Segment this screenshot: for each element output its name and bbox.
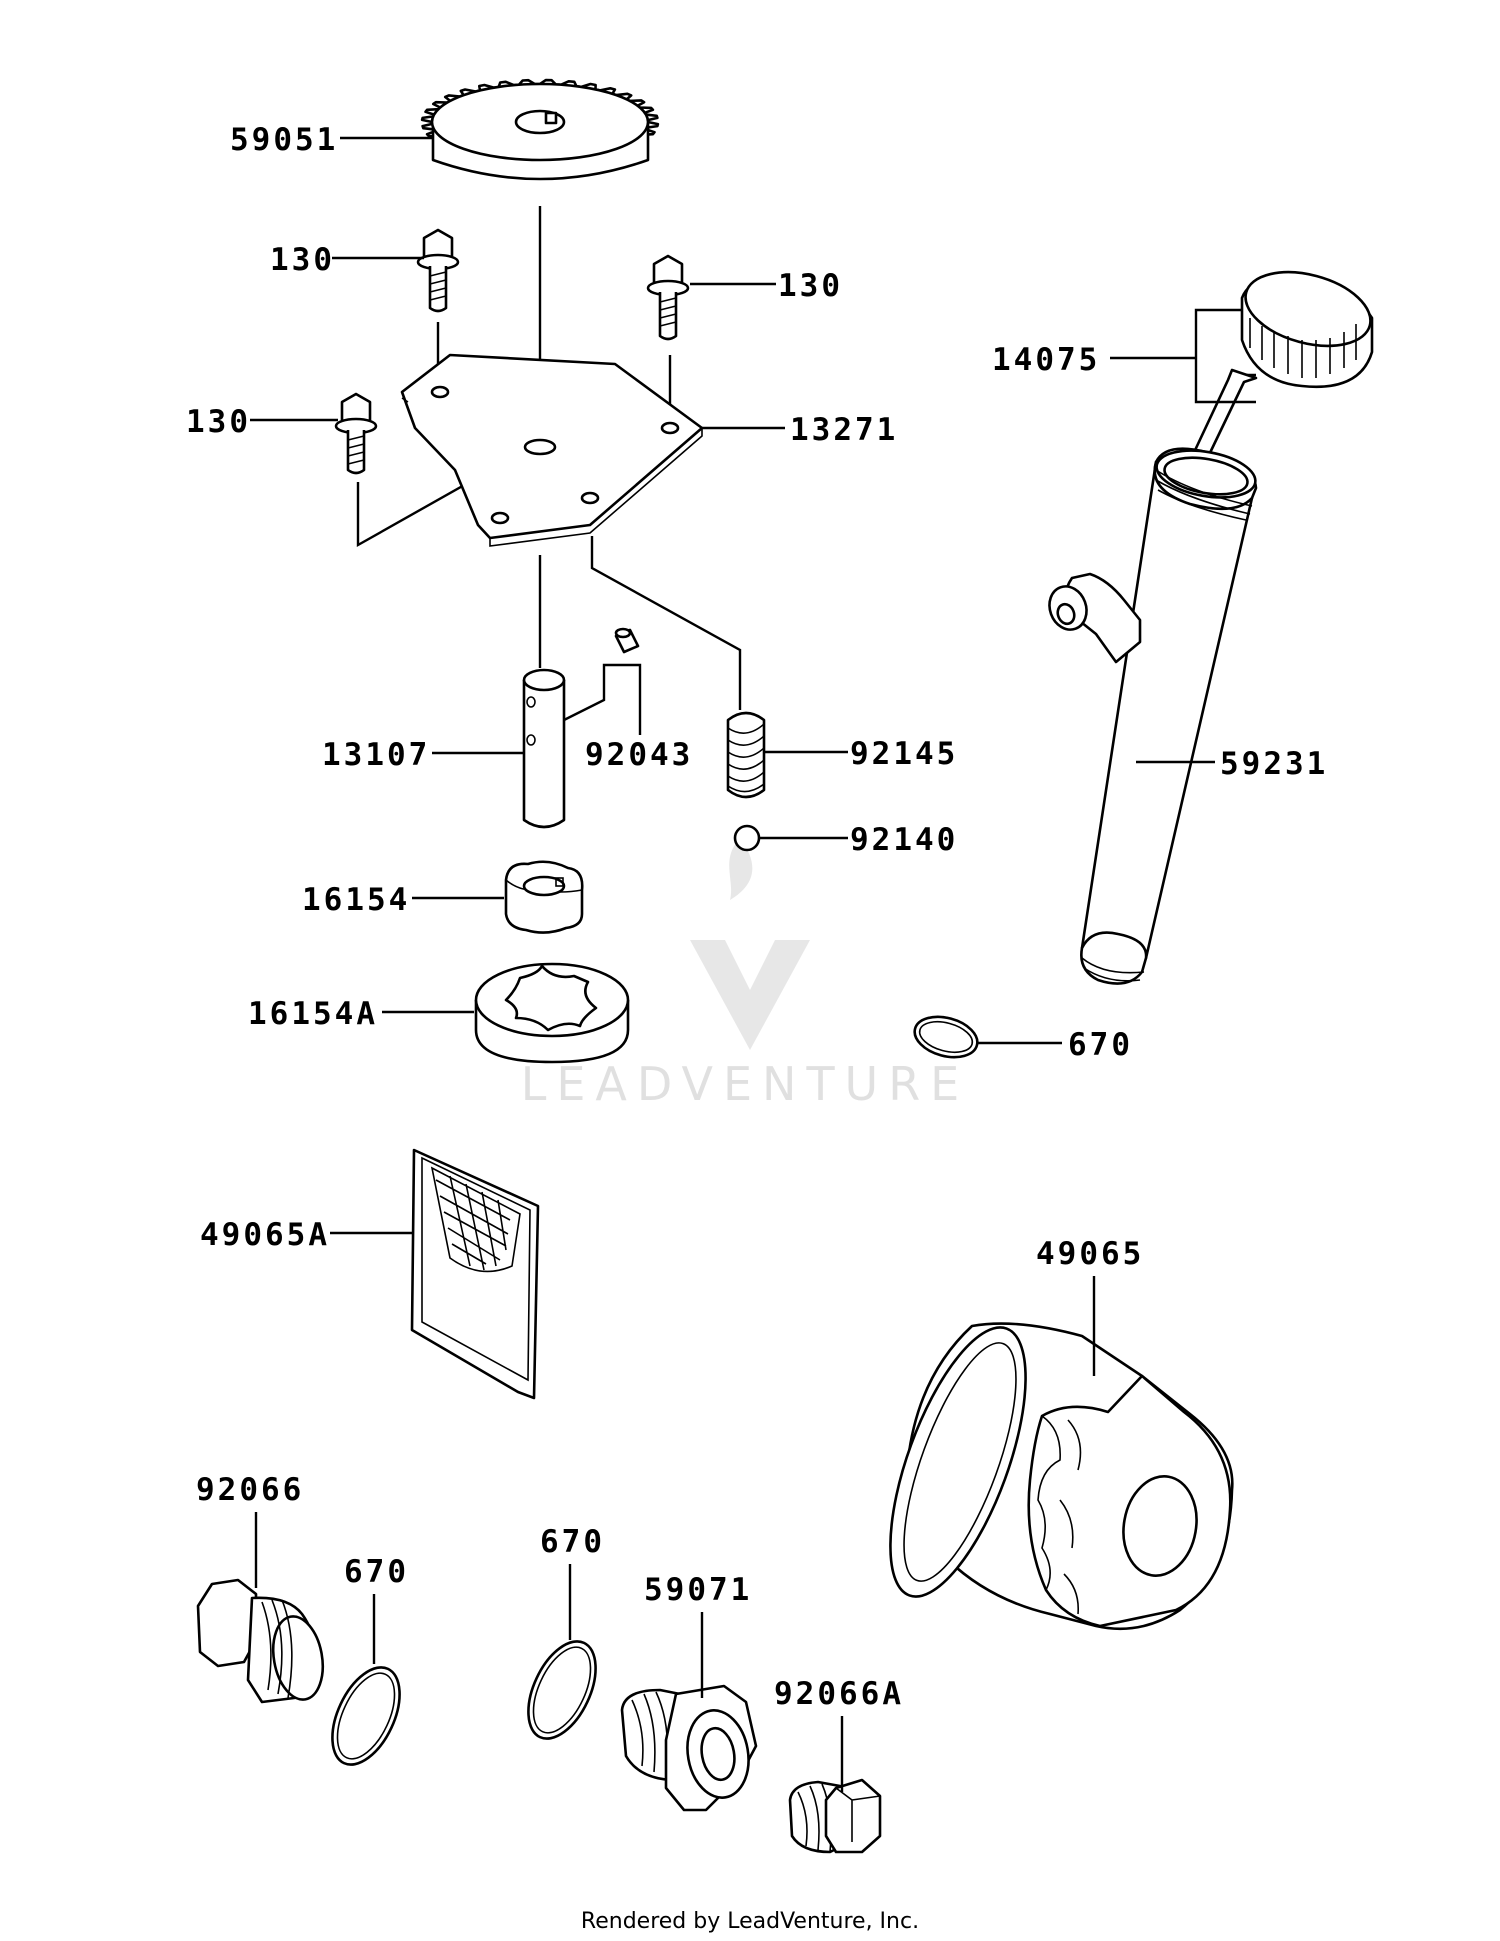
label-59231: 59231 bbox=[1220, 746, 1328, 782]
label-13271: 13271 bbox=[790, 412, 898, 448]
label-59051: 59051 bbox=[230, 122, 338, 158]
outer-rotor-16154A-icon bbox=[474, 962, 630, 1064]
label-670-left: 670 bbox=[344, 1554, 409, 1590]
label-92140: 92140 bbox=[850, 822, 958, 858]
inner-rotor-16154-icon bbox=[504, 860, 584, 934]
o-ring-670-center-icon bbox=[527, 1640, 597, 1740]
ball-92140-icon bbox=[733, 824, 761, 852]
fitting-59071-icon bbox=[620, 1684, 758, 1812]
label-16154A: 16154A bbox=[248, 996, 378, 1032]
label-14075: 14075 bbox=[992, 342, 1100, 378]
drain-plug-92066-icon bbox=[196, 1578, 325, 1704]
watermark-logo-icon bbox=[690, 838, 810, 1050]
label-13107: 13107 bbox=[322, 737, 430, 773]
spring-92145-icon bbox=[726, 711, 766, 799]
label-92043: 92043 bbox=[585, 737, 693, 773]
bolt-130-lower-icon bbox=[334, 392, 378, 475]
oil-filler-tube-59231-icon bbox=[1048, 447, 1258, 985]
o-ring-670-tube-icon bbox=[913, 1015, 979, 1059]
watermark-text: LEADVENTURE bbox=[521, 1057, 970, 1111]
label-670-tube: 670 bbox=[1068, 1027, 1133, 1063]
oil-filter-49065-icon bbox=[889, 1322, 1234, 1631]
bolt-130-right-icon bbox=[646, 254, 690, 341]
label-130-right: 130 bbox=[778, 268, 843, 304]
leader-92043 bbox=[563, 663, 642, 735]
label-49065: 49065 bbox=[1036, 1236, 1144, 1272]
label-130-lower: 130 bbox=[186, 404, 251, 440]
oil-screen-49065A-icon bbox=[410, 1148, 540, 1400]
footer-credit: Rendered by LeadVenture, Inc. bbox=[581, 1909, 919, 1934]
label-670-center: 670 bbox=[540, 1524, 605, 1560]
label-92145: 92145 bbox=[850, 736, 958, 772]
label-92066: 92066 bbox=[196, 1472, 304, 1508]
o-ring-670-left-icon bbox=[331, 1666, 401, 1766]
label-92066A: 92066A bbox=[774, 1676, 904, 1712]
label-49065A: 49065A bbox=[200, 1217, 330, 1253]
pump-cover-plate-13271-icon bbox=[400, 353, 704, 547]
plug-92066A-icon bbox=[788, 1778, 882, 1854]
leader-14075-bracket bbox=[1194, 308, 1256, 404]
gear-59051-icon bbox=[420, 78, 660, 181]
label-16154: 16154 bbox=[302, 882, 410, 918]
bolt-130-left-icon bbox=[416, 228, 460, 313]
label-130-left: 130 bbox=[270, 242, 335, 278]
dipstick-cap-14075-icon bbox=[1180, 270, 1374, 484]
pump-shaft-13107-icon bbox=[522, 668, 566, 829]
leader-plate-spring bbox=[590, 536, 742, 710]
label-59071: 59071 bbox=[644, 1572, 752, 1608]
pin-92043-icon bbox=[614, 627, 640, 654]
